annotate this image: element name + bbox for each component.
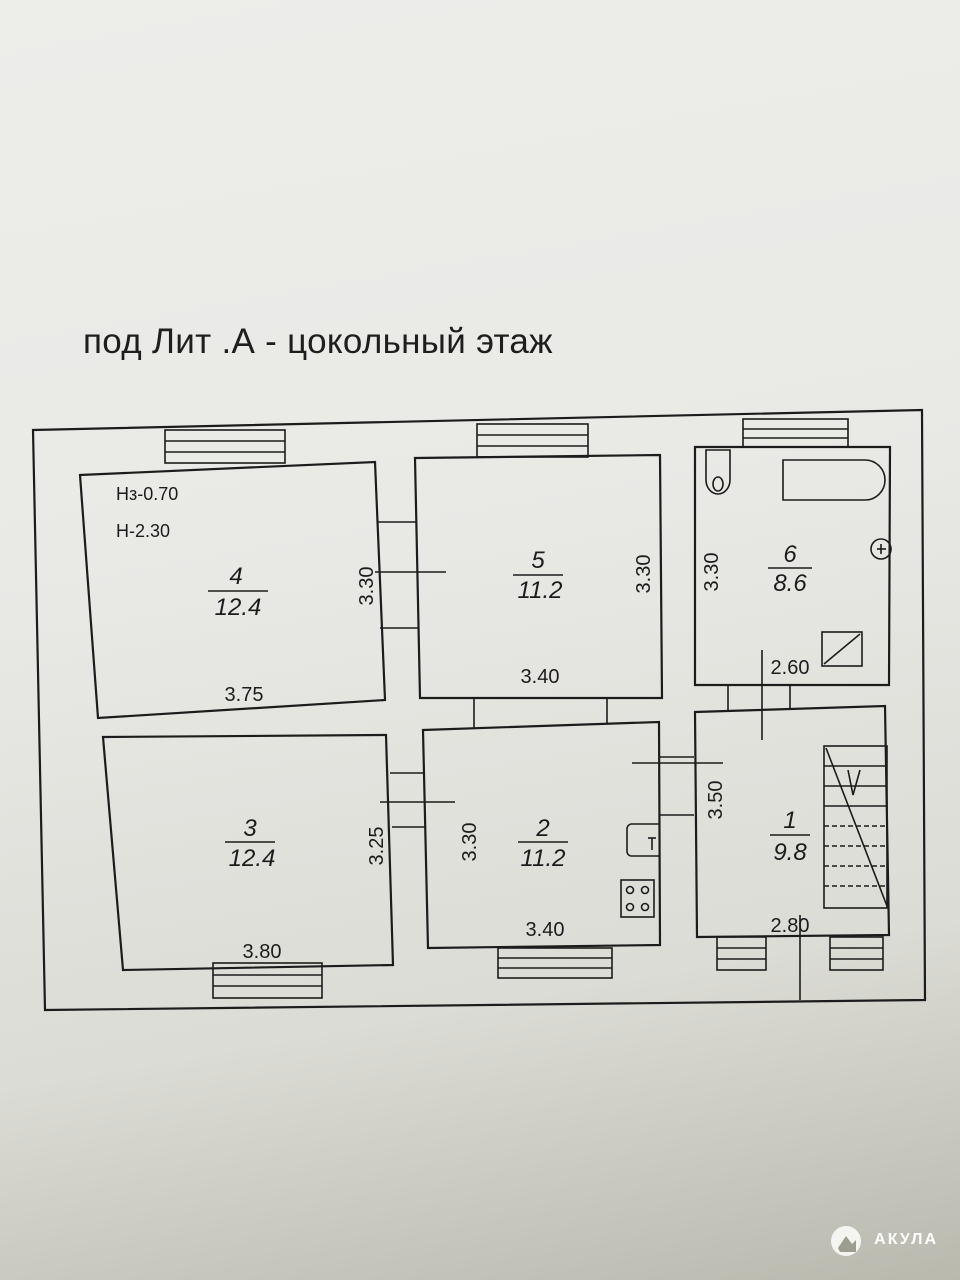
ceiling-height-label: Н-2.30 [116,521,170,541]
room-width: 2.80 [771,915,810,937]
room-width: 3.75 [225,684,264,706]
room-width: 3.80 [243,941,282,963]
room-number: 3 [243,815,257,842]
room-width: 3.40 [526,919,565,941]
room-area: 9.8 [773,839,807,866]
room-length: 3.30 [356,567,378,606]
room-number: 4 [229,563,242,590]
room-width: 2.60 [771,657,810,679]
plan-title: под Лит .А - цокольный этаж [83,322,553,361]
room-length: 3.30 [633,555,655,594]
doorways [375,521,801,1000]
water-heater-icon [870,538,892,560]
room-4: 4 12.4 3.75 3.30 [208,563,378,706]
staircase-icon [823,745,888,909]
room-5: 5 11.2 3.40 3.30 [513,547,655,688]
room-width: 3.40 [521,666,560,688]
ground-level-label: Нз-0.70 [116,484,178,504]
room-3: 3 12.4 3.80 3.25 [225,815,388,963]
window [742,418,849,448]
toilet-icon [705,449,731,495]
room-number: 6 [783,541,797,568]
room-length: 3.30 [459,823,481,862]
room-5-walls [413,453,664,700]
boiler-icon [821,631,863,667]
room-number: 5 [531,547,545,574]
window [497,947,613,979]
room-length: 3.30 [701,553,723,592]
room-2: 2 11.2 3.40 3.30 [459,815,568,941]
room-length: 3.50 [705,781,727,820]
room-area: 11.2 [521,845,566,872]
shark-logo-icon [831,1226,862,1256]
watermark-logo: АКУЛА [828,1222,938,1258]
room-1: 1 9.8 2.80 3.50 [705,781,810,937]
room-number: 2 [535,815,549,842]
room-4-walls [78,460,387,720]
window [476,423,589,458]
room-area: 12.4 [229,845,276,872]
room-6: 6 8.6 2.60 3.30 [701,541,812,679]
window [212,962,323,999]
room-number: 1 [783,807,796,834]
room-2-walls [421,720,662,950]
sink-icon [626,823,659,857]
room-length: 3.25 [366,827,388,866]
room-area: 12.4 [215,594,262,621]
watermark-text: АКУЛА [874,1231,938,1248]
room-1-walls [693,704,891,939]
window [164,429,286,464]
room-3-walls [101,733,395,972]
room-area: 8.6 [773,570,807,597]
bathtub-icon [782,459,886,501]
outer-wall [31,408,927,1012]
stove-icon [620,879,655,918]
window [716,936,884,971]
room-area: 11.2 [518,577,563,604]
